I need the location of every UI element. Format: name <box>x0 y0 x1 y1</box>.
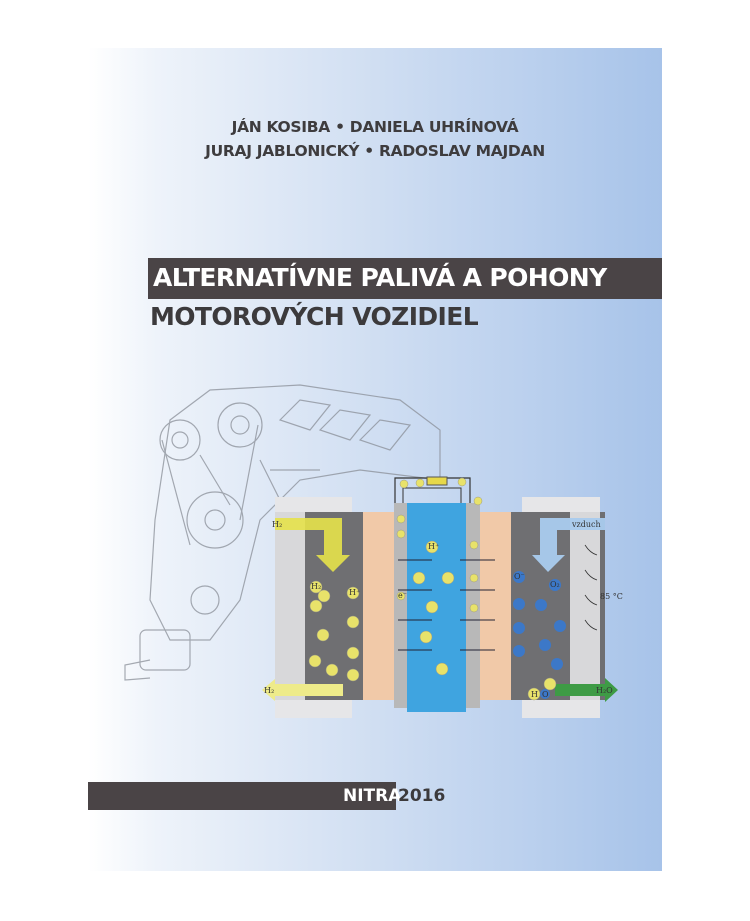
imprint-bar <box>88 782 396 810</box>
svg-text:H₂O: H₂O <box>596 686 613 695</box>
svg-text:O⁻: O⁻ <box>514 572 525 581</box>
svg-text:H⁺: H⁺ <box>428 542 439 551</box>
fuel-cell-diagram: H₂ vzduch 85 °C H₂ H₂O H₂ H⁺ H⁺ e⁻ O⁻ O₂… <box>262 476 623 718</box>
publication-city: NITRA <box>343 786 402 806</box>
svg-text:vzduch: vzduch <box>571 520 601 529</box>
svg-text:85 °C: 85 °C <box>600 592 623 601</box>
h2-outlet-arrow <box>262 679 343 701</box>
cathode-electrode <box>480 512 511 700</box>
water-outlet-arrow <box>555 678 618 702</box>
svg-text:H: H <box>531 690 538 699</box>
svg-text:O₂: O₂ <box>550 580 560 589</box>
publication-year: 2016 <box>398 786 446 806</box>
svg-text:H₂: H₂ <box>272 520 282 529</box>
book-subtitle: MOTOROVÝCH VOZIDIEL <box>150 302 479 331</box>
svg-text:O: O <box>542 690 549 699</box>
authors-line-1: JÁN KOSIBA • DANIELA UHRÍNOVÁ <box>231 118 519 136</box>
anode-electrode <box>363 512 394 700</box>
svg-text:H₂: H₂ <box>311 582 321 591</box>
svg-text:e⁻: e⁻ <box>398 591 407 600</box>
resistor-icon <box>426 476 448 486</box>
engine-sketch <box>124 384 441 681</box>
book-title: ALTERNATÍVNE PALIVÁ A POHONY <box>153 263 607 292</box>
svg-text:H₂: H₂ <box>264 686 274 695</box>
svg-text:H⁺: H⁺ <box>349 588 360 597</box>
authors-line-2: JURAJ JABLONICKÝ • RADOSLAV MAJDAN <box>205 142 545 160</box>
title-bar <box>148 258 662 299</box>
h2-inlet-arrow <box>275 518 350 572</box>
air-inlet-arrow <box>532 518 605 572</box>
